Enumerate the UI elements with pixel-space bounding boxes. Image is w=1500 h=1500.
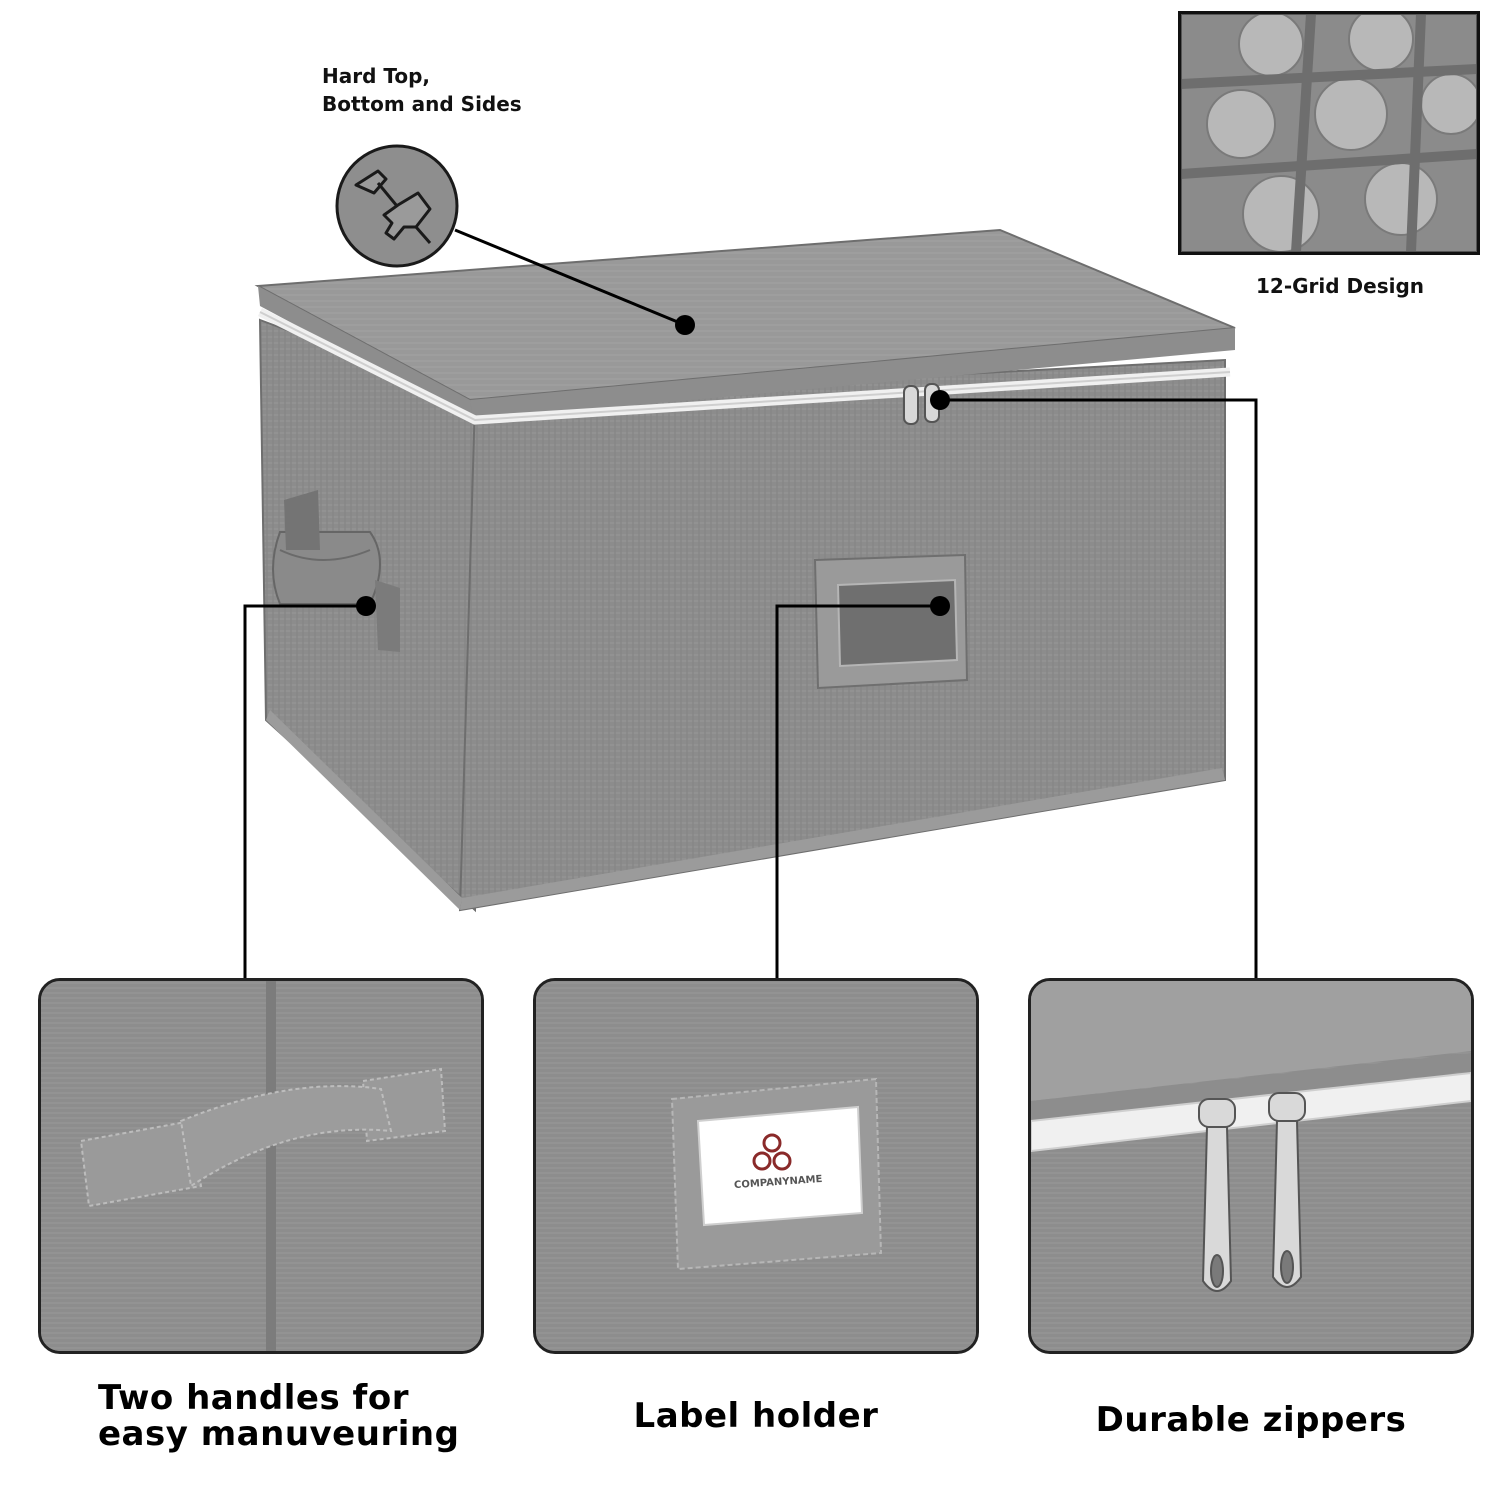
grid-inset-image (1178, 11, 1480, 255)
hard-top-line1: Hard Top, (322, 64, 431, 88)
storage-box-illustration (240, 220, 1250, 920)
hammer-hand-icon (334, 143, 460, 269)
label-holder-caption: Label holder (633, 1396, 879, 1436)
label-holder-panel: COMPANYNAME (533, 978, 979, 1354)
zippers-caption: Durable zippers (1095, 1400, 1407, 1440)
handles-caption: Two handles for easy manuveuring (60, 1380, 480, 1452)
hard-top-line2: Bottom and Sides (322, 92, 522, 116)
zipper-pull-icon (1198, 1092, 1306, 1292)
handles-caption-line1: Two handles for (98, 1378, 409, 1418)
grid-inset-caption: 12-Grid Design (1256, 274, 1425, 298)
handles-caption-line2: easy manuveuring (98, 1414, 460, 1454)
hard-top-callout: Hard Top, Bottom and Sides (322, 62, 522, 118)
handle-detail-panel (38, 978, 484, 1354)
zipper-detail-panel (1028, 978, 1474, 1354)
